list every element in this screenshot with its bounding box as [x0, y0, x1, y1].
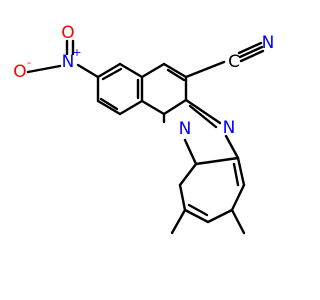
bond-line [232, 162, 240, 187]
bond-line [76, 63, 100, 79]
bond-line [178, 162, 198, 187]
bond-line [140, 62, 166, 79]
bond-line [184, 98, 222, 125]
bond-line [96, 62, 122, 79]
atom-label-n-nitro: N [62, 52, 75, 72]
bond-line [170, 208, 187, 235]
bond-line [183, 208, 210, 224]
charge-plus-n: + [72, 46, 81, 59]
atom-label-n-nitrile: N [262, 33, 275, 53]
bond-line [166, 68, 186, 82]
bond-line [162, 62, 188, 79]
bond-line [26, 64, 62, 74]
atom-label-c-nitrile: C [228, 52, 240, 72]
atom-label-n-bridgehead: N [179, 119, 192, 139]
bond-line [206, 208, 234, 224]
bond-line [183, 138, 198, 166]
bond-line [236, 156, 246, 187]
atom-label-n-imine: N [223, 118, 236, 138]
bond-layer [26, 39, 265, 235]
bond-line [239, 49, 265, 63]
bond-line [118, 99, 144, 116]
bond-line [238, 45, 264, 59]
atom-label-o-left: O [13, 62, 26, 82]
bond-line [99, 97, 119, 111]
bond-line [188, 104, 218, 129]
bond-line [118, 62, 144, 79]
bond-line [237, 41, 263, 55]
bond-line [187, 203, 209, 217]
bond-line [140, 99, 166, 116]
bond-line [96, 99, 122, 116]
bond-line [230, 208, 246, 235]
bond-line [162, 98, 188, 116]
bond-line [194, 156, 240, 166]
bond-line [101, 67, 123, 81]
bond-line [224, 134, 240, 160]
atom-label-o-top: O [61, 23, 74, 43]
charge-minus-o: - [27, 56, 31, 69]
bond-line [184, 60, 226, 79]
bond-line [230, 183, 246, 212]
atom-label-layer: O O - N + N C N N [13, 23, 274, 139]
structure-canvas: O O - N + N C N N [13, 23, 275, 235]
molecule-structure: O O - N + N C N N [13, 23, 274, 235]
bond-line [178, 183, 187, 212]
